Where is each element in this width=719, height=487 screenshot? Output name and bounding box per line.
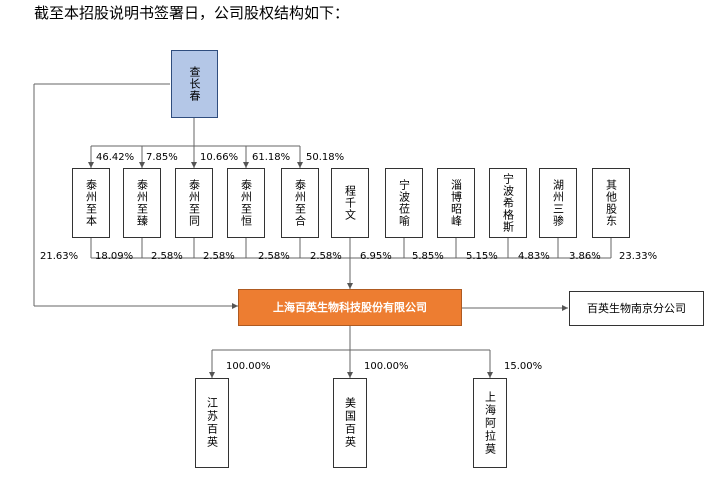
shareholder-node[interactable]: 程千文: [331, 168, 369, 238]
shareholder-node[interactable]: 泰州至本: [72, 168, 110, 238]
branch-name: 百英生物南京分公司: [587, 302, 686, 315]
pct-company-0: 18.09%: [95, 251, 134, 262]
shareholder-node[interactable]: 其他股东: [592, 168, 630, 238]
company-node[interactable]: 上海百英生物科技股份有限公司: [238, 289, 462, 326]
pct-controller-0: 46.42%: [96, 152, 135, 163]
pct-company-4: 2.58%: [310, 251, 342, 262]
pct-controller-2: 10.66%: [200, 152, 239, 163]
subsidiary-node[interactable]: 美国百英: [333, 378, 367, 468]
pct-subsidiary-1: 100.00%: [364, 361, 409, 372]
pct-company-3: 2.58%: [258, 251, 290, 262]
pct-company-7: 5.15%: [466, 251, 498, 262]
shareholder-name: 宁波希格斯: [501, 173, 515, 233]
shareholder-name: 泰州至同: [187, 179, 201, 227]
controller-node[interactable]: 查长春: [171, 50, 218, 118]
shareholder-name: 宁波莅喻: [397, 179, 411, 227]
pct-company-10: 23.33%: [619, 251, 658, 262]
shareholder-node[interactable]: 泰州至恒: [227, 168, 265, 238]
pct-subsidiary-2: 15.00%: [504, 361, 543, 372]
shareholder-name: 泰州至本: [84, 179, 98, 227]
shareholder-node[interactable]: 淄博昭峰: [437, 168, 475, 238]
shareholder-node[interactable]: 宁波希格斯: [489, 168, 527, 238]
pct-controller-1: 7.85%: [146, 152, 178, 163]
intro-text: 截至本招股说明书签署日，公司股权结构如下：: [34, 4, 350, 22]
shareholder-node[interactable]: 泰州至同: [175, 168, 213, 238]
company-name: 上海百英生物科技股份有限公司: [273, 301, 427, 314]
shareholder-node[interactable]: 泰州至臻: [123, 168, 161, 238]
pct-controller-direct: 21.63%: [40, 251, 79, 262]
pct-company-5: 6.95%: [360, 251, 392, 262]
shareholder-name: 泰州至合: [293, 179, 307, 227]
shareholder-name: 淄博昭峰: [449, 179, 463, 227]
shareholder-node[interactable]: 泰州至合: [281, 168, 319, 238]
pct-company-1: 2.58%: [151, 251, 183, 262]
controller-name: 查长春: [188, 66, 201, 102]
branch-node[interactable]: 百英生物南京分公司: [569, 291, 704, 326]
pct-controller-4: 50.18%: [306, 152, 345, 163]
shareholder-node[interactable]: 湖州三骖: [539, 168, 577, 238]
subsidiary-name: 美国百英: [343, 397, 357, 449]
pct-company-9: 3.86%: [569, 251, 601, 262]
shareholder-node[interactable]: 宁波莅喻: [385, 168, 423, 238]
shareholder-name: 泰州至臻: [135, 179, 149, 227]
subsidiary-node[interactable]: 上海阿拉莫: [473, 378, 507, 468]
shareholder-name: 泰州至恒: [239, 179, 253, 227]
subsidiary-name: 上海阿拉莫: [483, 390, 497, 456]
subsidiary-name: 江苏百英: [205, 397, 219, 449]
shareholder-name: 其他股东: [604, 179, 618, 227]
shareholder-name: 湖州三骖: [551, 179, 565, 227]
pct-subsidiary-0: 100.00%: [226, 361, 271, 372]
pct-controller-3: 61.18%: [252, 152, 291, 163]
pct-company-8: 4.83%: [518, 251, 550, 262]
shareholder-name: 程千文: [343, 185, 357, 221]
pct-company-2: 2.58%: [203, 251, 235, 262]
pct-company-6: 5.85%: [412, 251, 444, 262]
subsidiary-node[interactable]: 江苏百英: [195, 378, 229, 468]
